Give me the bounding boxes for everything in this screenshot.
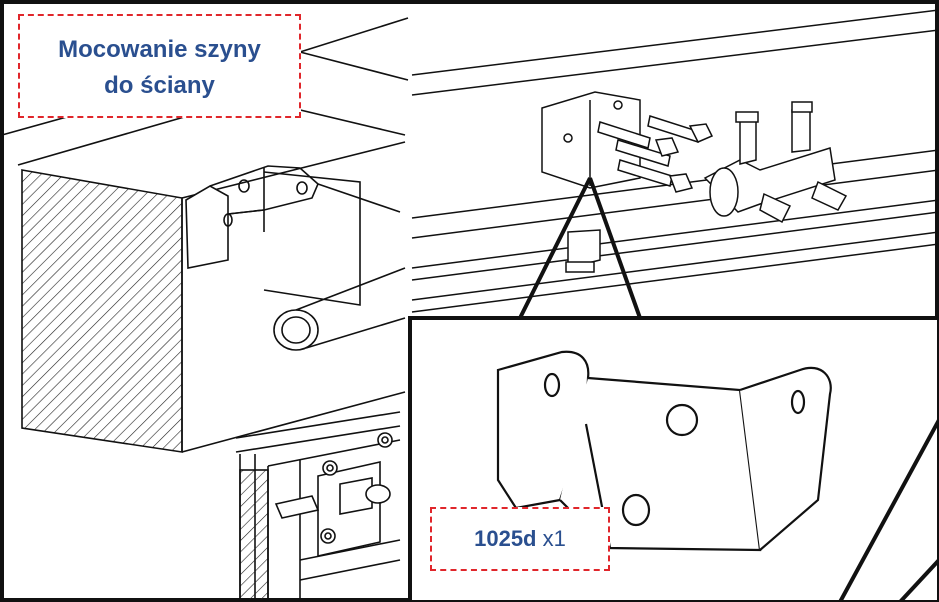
part-quantity: x1 [542, 526, 566, 551]
zoom-callout-lines [518, 177, 642, 319]
step-title-line1: Mocowanie szyny [58, 36, 261, 63]
step-title-callout: Mocowanie szyny do ściany [18, 14, 301, 118]
lower-rail-assembly [235, 411, 401, 601]
exploded-view [411, 9, 939, 313]
anchor-bolts [597, 115, 714, 193]
rail-pipe [273, 267, 406, 351]
part-callout: 1025d x1 [430, 507, 610, 571]
mounting-bracket [541, 91, 641, 189]
wall-section-hatched [21, 169, 183, 453]
wall-overview [1, 17, 409, 601]
part-code: 1025d [474, 526, 537, 551]
rail-connector [703, 101, 848, 224]
step-title-line2: do ściany [104, 72, 215, 99]
wall-bracket [185, 165, 319, 269]
rail-clip [565, 229, 601, 273]
